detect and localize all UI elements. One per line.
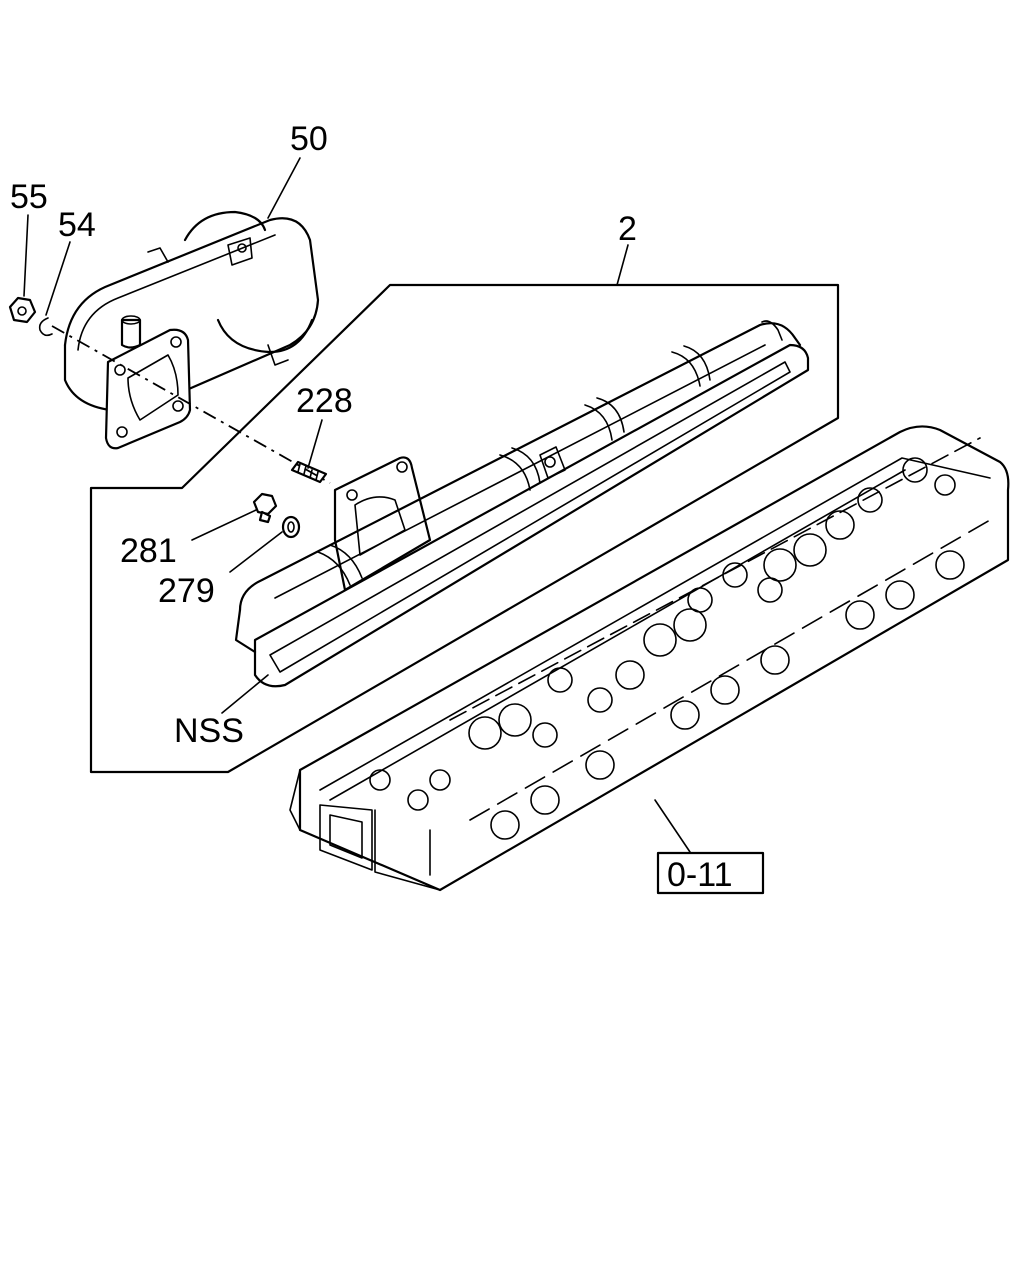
callout-54: 54 (58, 206, 96, 244)
leader-line-279 (229, 531, 283, 573)
callout-2: 2 (618, 210, 637, 248)
callout-55: 55 (10, 178, 48, 216)
leader-line-55 (23, 214, 29, 297)
nut-part-55 (8, 296, 37, 324)
leader-line-281 (191, 509, 257, 541)
washer-part-54 (38, 317, 53, 337)
leader-line-228 (307, 419, 323, 469)
callout-228: 228 (296, 382, 353, 420)
reference-box (656, 851, 765, 895)
leader-line-2 (616, 244, 629, 286)
alignment-centerline (51, 325, 331, 484)
washer-part-279 (281, 515, 301, 539)
cylinder-head (289, 425, 1010, 892)
callout-nss: NSS (174, 712, 244, 750)
leader-line-0-11 (654, 799, 691, 853)
callout-281: 281 (120, 532, 177, 570)
plug-part-281 (252, 492, 278, 524)
exhaust-elbow (63, 210, 320, 450)
leader-line-54 (45, 241, 71, 316)
callout-0-11: 0-11 (667, 856, 733, 894)
leader-line-nss (221, 674, 269, 714)
exhaust-manifold (234, 320, 810, 688)
assembly-boundary-box (89, 283, 840, 774)
callout-50: 50 (290, 120, 328, 158)
callout-279: 279 (158, 572, 215, 610)
leader-line-50 (267, 157, 301, 219)
